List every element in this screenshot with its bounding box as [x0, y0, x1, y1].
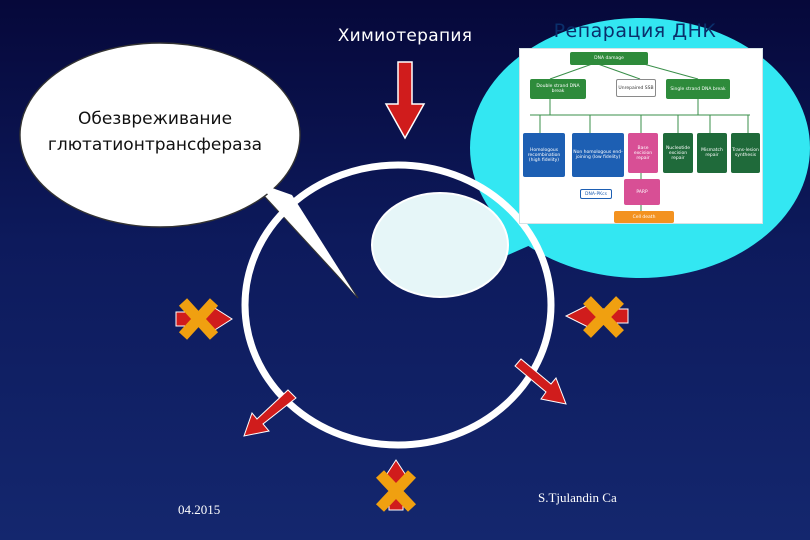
blocked-arrow-right-icon — [564, 296, 629, 338]
footer-author: S.Tjulandin Ca — [538, 490, 617, 505]
blocked-arrow-bottom-icon — [375, 459, 417, 512]
diagram-node-ber: Base excision repair — [628, 133, 658, 173]
dna-repair-diagram: DNA damage Double strand DNA break Unrep… — [519, 48, 763, 224]
diagram-node-unrepaired: Unrepaired SSB — [616, 79, 656, 97]
diagram-node-nhej: Non homologous end-joining (low fidelity… — [572, 133, 624, 177]
gst-label: Обезвреживание глютатионтрансфераза — [20, 106, 290, 158]
diagram-node-ssb: Single strand DNA break — [666, 79, 730, 99]
diagram-node-dnapk: DNA-PKcs — [580, 189, 612, 199]
efflux-arrow-left-icon — [243, 389, 297, 437]
gst-label-line1: Обезвреживание — [77, 109, 233, 129]
diagram-node-tls: Trans-lesion synthesis — [731, 133, 760, 173]
diagram-node-root: DNA damage — [570, 52, 648, 65]
diagram-connectors — [530, 62, 750, 211]
efflux-arrow-right-icon — [514, 358, 567, 405]
blocked-arrow-left-icon — [175, 298, 233, 340]
diagram-node-dsb: Double strand DNA break — [530, 79, 586, 99]
diagram-node-mmr: Mismatch repair — [697, 133, 727, 173]
diagram-node-bottom: Cell death — [614, 211, 674, 223]
cell-membrane — [241, 161, 555, 449]
dna-repair-label: Репарация ДНК — [553, 20, 717, 42]
footer-date: 04.2015 — [178, 502, 221, 517]
diagram-node-hr: Homologous recombination (high fidelity) — [523, 133, 565, 177]
gst-label-line2: глютатионтрансфераза — [47, 135, 263, 155]
diagram-node-ner: Nucleotide excision repair — [663, 133, 693, 173]
chemo-down-arrow — [384, 61, 426, 140]
chemotherapy-label: Химиотерапия — [337, 26, 473, 46]
gst-bubble — [19, 42, 359, 299]
cell-nucleus — [371, 192, 509, 298]
diagram-node-parp: PARP — [624, 179, 660, 205]
